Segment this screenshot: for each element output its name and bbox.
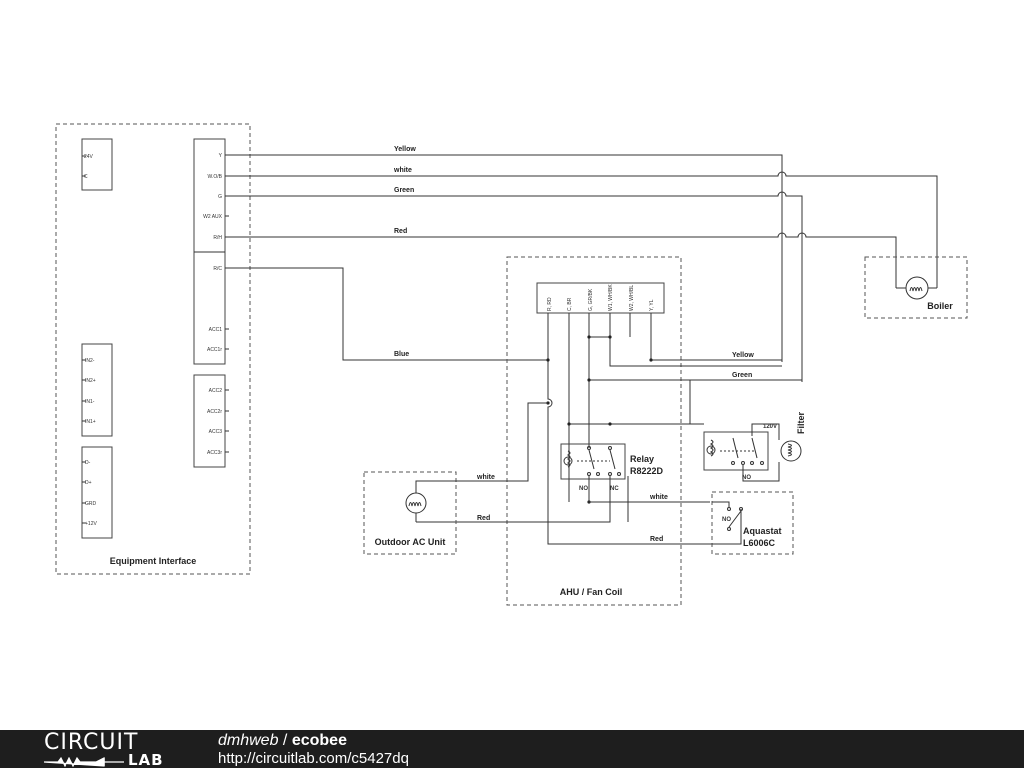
wire-white-boiler (225, 171, 938, 288)
pin-acc1r: ACC1r (207, 347, 222, 353)
footer-bar: CIRCUIT LAB dmhweb / ecobee http://circu… (0, 730, 1024, 768)
pin-acc2: ACC2 (209, 388, 223, 394)
wire-ahu-r (547, 313, 712, 545)
equipment-interface-label: Equipment Interface (110, 556, 197, 566)
terminal-r: R, RD (547, 297, 553, 311)
input-terminal-block (81, 343, 113, 437)
schematic-diagram: Equipment Interface 24V C Y W.O/B G W2 A… (55, 123, 968, 606)
circuit-url[interactable]: http://circuitlab.com/c5427dq (218, 750, 409, 767)
wire-green (225, 191, 803, 382)
pin-in2-minus: IN2- (85, 358, 95, 364)
data-terminal-block (81, 446, 113, 539)
pin-in1-plus: IN1+ (85, 419, 96, 425)
terminal-w2: W2, WH/BL (629, 285, 635, 311)
wire-label-yellow-ahu: Yellow (732, 352, 754, 359)
aquastat-label-2: L6006C (743, 538, 776, 548)
ahu-terminal-strip (536, 282, 665, 314)
wire-label-yellow: Yellow (394, 146, 416, 153)
terminal-g: G, GR/BK (588, 288, 594, 311)
wire-label-red-aquastat: Red (650, 536, 663, 543)
wire-ahu-yellow-in (650, 359, 782, 361)
pin-acc3r: ACC3r (207, 450, 222, 456)
relay-r8222d (560, 443, 626, 480)
wire-blue (225, 267, 549, 361)
circuit-name[interactable]: ecobee (291, 732, 347, 749)
boiler-boundary (864, 256, 968, 319)
pin-wob: W.O/B (208, 174, 223, 180)
terminal-y: Y, YL (649, 299, 655, 311)
wire-label-blue: Blue (394, 351, 409, 358)
pin-rh: R/H (213, 235, 222, 241)
pin-24v: 24V (84, 154, 94, 160)
logo-text-bottom: LAB (128, 751, 164, 769)
pin-grd: GRD (85, 501, 97, 507)
pin-g: G (218, 194, 222, 200)
pin-in1-minus: IN1- (85, 399, 95, 405)
pin-d-minus: D- (85, 460, 91, 466)
logo-waveform-icon (44, 757, 124, 767)
pin-rc: R/C (213, 266, 222, 272)
pin-c: C (84, 174, 88, 180)
logo-text-top: CIRCUIT (44, 730, 139, 755)
relay-no-label: NO (579, 486, 588, 492)
wire-label-red-ac: Red (477, 515, 490, 522)
circuitlab-logo: CIRCUIT LAB (44, 730, 174, 769)
pin-in2-plus: IN2+ (85, 378, 96, 384)
wire-label-green-ahu: Green (732, 372, 752, 379)
author-link[interactable]: dmhweb (218, 732, 279, 749)
aquastat-label-1: Aquastat (743, 526, 782, 536)
filter-no-label: NO (742, 475, 751, 481)
relay-label-1: Relay (630, 454, 654, 464)
outdoor-ac-boundary (363, 471, 457, 555)
pin-d-plus: D+ (85, 480, 92, 486)
pin-12v: +12V (85, 521, 97, 527)
terminal-w1: W1, WH/BK (608, 284, 614, 311)
wire-label-white-ac: white (476, 474, 495, 481)
relay-nc-label: NC (610, 486, 619, 492)
wire-yellow (225, 154, 783, 362)
pin-acc3: ACC3 (209, 429, 223, 435)
wire-white-ac (415, 402, 548, 493)
filter-relay (703, 431, 769, 471)
outdoor-ac-label: Outdoor AC Unit (375, 537, 446, 547)
pin-w2aux: W2 AUX (203, 214, 223, 220)
aquastat-boundary (711, 491, 794, 555)
wire-red-boiler (225, 232, 897, 288)
ahu-boundary (506, 256, 682, 606)
power-terminal-block (81, 138, 113, 191)
wire-label-white: white (393, 167, 412, 174)
accessory-terminal-block (193, 374, 226, 468)
wire-label-white-aquastat: white (649, 494, 668, 501)
relay-label-2: R8222D (630, 466, 664, 476)
ahu-label: AHU / Fan Coil (560, 587, 623, 597)
title-separator: / (278, 732, 292, 749)
pin-acc2r: ACC2r (207, 409, 222, 415)
pin-y: Y (219, 153, 223, 159)
filter-120v-label: 120V (763, 424, 777, 430)
terminal-c: C, BR (567, 297, 573, 311)
aquastat-no-label: NO (722, 517, 731, 523)
wire-label-red: Red (394, 228, 407, 235)
filter-label: Filter (796, 411, 806, 434)
wire-label-green: Green (394, 187, 414, 194)
boiler-label: Boiler (927, 301, 953, 311)
pin-acc1: ACC1 (209, 327, 223, 333)
filter-load-icon (780, 440, 802, 462)
circuit-title: dmhweb / ecobee (218, 732, 347, 750)
